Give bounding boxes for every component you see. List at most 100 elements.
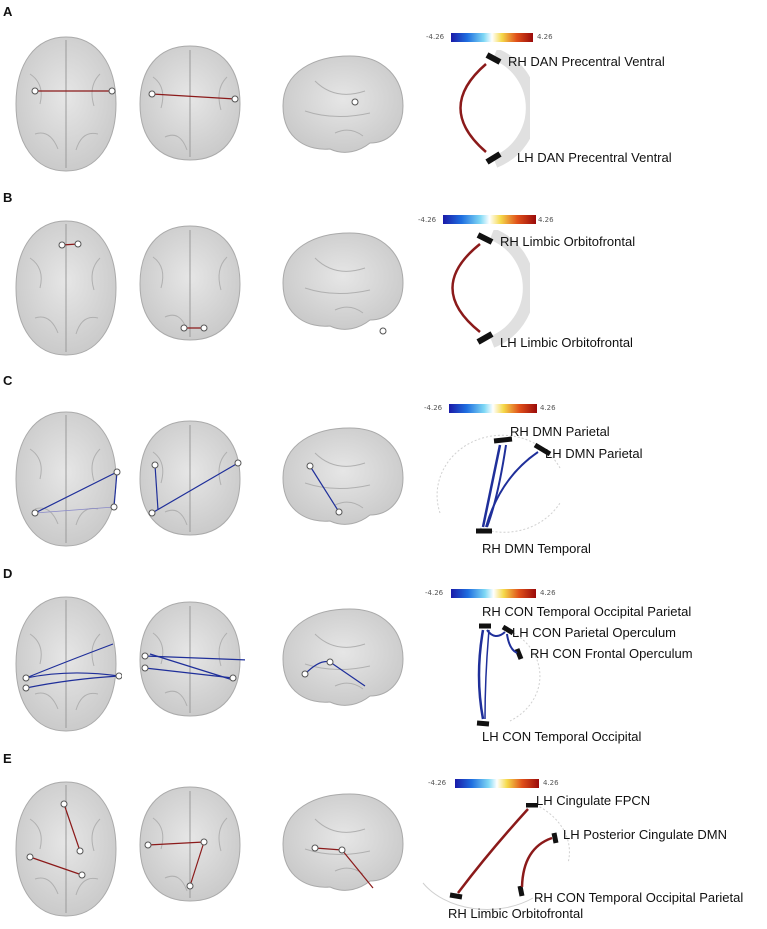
colorbar (455, 779, 539, 788)
node (301, 670, 309, 678)
colorbar-min-label: -4.26 (426, 33, 445, 41)
chord-diagram (459, 50, 530, 168)
node (58, 241, 66, 249)
node (141, 652, 149, 660)
brain-sagittal-view (282, 608, 404, 706)
chord-edge (520, 836, 553, 888)
colorbar-min-label: -4.26 (428, 779, 447, 787)
panel-e: E -4.26 4.26 (0, 751, 767, 927)
connection-edge (29, 856, 83, 876)
panel-a: A -4.26 4.26 RH DAN Precentral Ventral L… (0, 4, 767, 189)
panel-c: C -4.26 4.26 (0, 373, 767, 563)
chord-edge (485, 451, 539, 528)
connection-edge (34, 506, 115, 514)
node (200, 838, 208, 846)
panel-d: D -4.26 4.26 (0, 566, 767, 751)
connection-edge (341, 849, 374, 889)
connection-edge (329, 661, 366, 687)
brain-axial-view (15, 596, 122, 732)
connection-edge (34, 471, 118, 514)
colorbar-min-label: -4.26 (424, 404, 443, 412)
colorbar-max-label: 4.26 (538, 216, 554, 224)
panel-letter: D (3, 566, 13, 581)
connection-edge (149, 653, 234, 681)
chord-edge (486, 629, 506, 637)
connection-edge (151, 93, 236, 100)
connection-edge (309, 465, 340, 513)
colorbar-max-label: 4.26 (537, 33, 553, 41)
node (148, 90, 156, 98)
colorbar (451, 33, 533, 42)
node (306, 462, 314, 470)
chord-diagram (451, 230, 530, 348)
node (110, 503, 118, 511)
brain-axial-view (15, 220, 117, 356)
chord-edge (486, 444, 507, 528)
chord-diagram (422, 803, 570, 910)
connection-edge (314, 847, 343, 851)
brain-coronal-view (139, 225, 241, 341)
brain-coronal-view (139, 45, 241, 161)
connection-edge (25, 675, 120, 689)
region-label: RH DMN Parietal (510, 424, 610, 439)
node (74, 240, 82, 248)
chord-edge (457, 808, 529, 894)
region-label: LH DMN Parietal (545, 446, 643, 461)
colorbar (451, 589, 536, 598)
brain-sagittal-view (282, 427, 404, 525)
chord-edge (451, 243, 481, 333)
node (31, 509, 39, 517)
node (22, 684, 30, 692)
node (76, 847, 84, 855)
node (60, 800, 68, 808)
node (311, 844, 319, 852)
connection-edge (151, 462, 239, 514)
chord-diagram (436, 434, 561, 534)
colorbar-min-label: -4.26 (425, 589, 444, 597)
node (144, 841, 152, 849)
node (31, 87, 39, 95)
region-label: LH CON Parietal Operculum (512, 625, 676, 640)
panel-letter: B (3, 190, 13, 205)
node (26, 853, 34, 861)
brain-sagittal-view (282, 232, 404, 335)
chord-edge (484, 629, 490, 720)
node (200, 324, 208, 332)
node (335, 508, 343, 516)
node (115, 672, 122, 680)
region-label: LH Limbic Orbitofrontal (500, 335, 633, 350)
node (229, 674, 237, 682)
region-label: RH DMN Temporal (482, 541, 591, 556)
panel-letter: A (3, 4, 13, 19)
region-label: LH DAN Precentral Ventral (517, 150, 672, 165)
connection-edge (25, 672, 120, 679)
node (351, 98, 359, 106)
node (148, 509, 156, 517)
colorbar-max-label: 4.26 (540, 404, 556, 412)
colorbar-max-label: 4.26 (543, 779, 559, 787)
brain-axial-view (15, 411, 121, 547)
chord-edge (459, 63, 487, 153)
chord-diagram (476, 623, 541, 727)
connection-edge (25, 643, 114, 679)
panel-letter: E (3, 751, 12, 766)
node (231, 95, 239, 103)
brain-axial-view (15, 781, 117, 917)
region-label: LH CON Temporal Occipital (482, 729, 642, 744)
brain-coronal-view (139, 601, 245, 717)
connection-edge (63, 803, 81, 852)
brain-sagittal-view (282, 55, 404, 153)
chord-edge (477, 629, 485, 720)
node (326, 658, 334, 666)
connection-edge (144, 655, 245, 661)
region-label: LH Cingulate FPCN (536, 793, 651, 808)
panel-letter: C (3, 373, 13, 388)
brain-coronal-view (139, 420, 242, 536)
node (379, 327, 387, 335)
colorbar-min-label: -4.26 (418, 216, 437, 224)
colorbar (443, 215, 536, 224)
region-label: RH Limbic Orbitofrontal (448, 906, 584, 921)
connection-edge (189, 841, 205, 887)
node (151, 461, 159, 469)
node (234, 459, 242, 467)
